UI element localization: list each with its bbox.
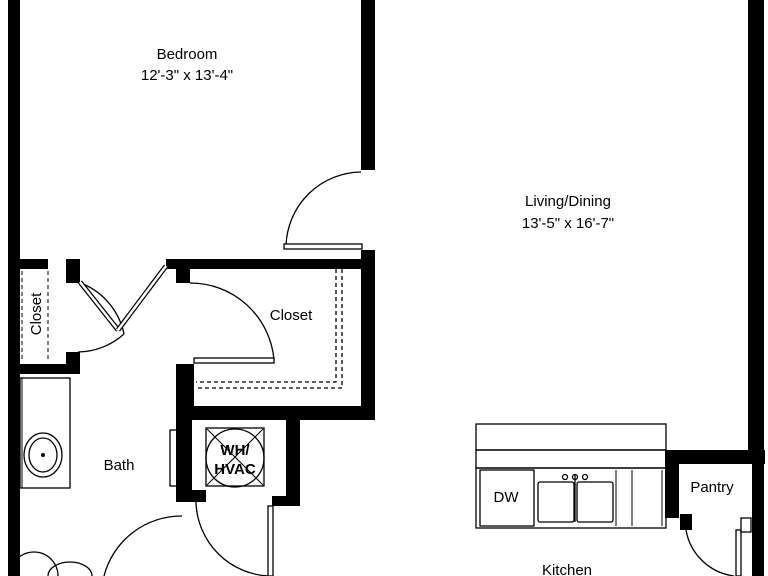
closet-shelving (21, 269, 343, 389)
wall-pantry-post (680, 514, 692, 530)
wall-bedroom-living (361, 0, 375, 170)
middle-closet-label: Closet (270, 307, 313, 324)
toilet-tank-icon (9, 551, 59, 576)
bath-fixtures (9, 377, 179, 576)
wh-door-swing (195, 501, 271, 576)
left-closet-label: Closet (28, 292, 45, 335)
wall-bath-right-upper (176, 420, 192, 500)
doors (77, 171, 752, 576)
bedroom-dimensions: 12'-3" x 13'-4" (141, 67, 233, 84)
kitchen-counter (475, 467, 667, 529)
pantry-door-leaf (735, 529, 742, 576)
kitchen-label: Kitchen (542, 562, 592, 576)
wall-midcloset-bottom (176, 406, 375, 420)
sink-basin-left-icon (537, 481, 575, 523)
bath-label: Bath (104, 457, 135, 474)
wall-closet-bath (8, 364, 80, 374)
wall-midcloset-left-lower (176, 364, 194, 420)
vanity-counter (19, 377, 71, 489)
living-dining-label: Living/Dining (525, 193, 611, 210)
wall-midcloset-post (176, 259, 190, 283)
bath-door-swing (103, 515, 183, 576)
bedroom-label: Bedroom (157, 46, 218, 63)
dishwasher-box (479, 469, 535, 527)
wall-bath-mid (176, 490, 206, 502)
wall-bedroom-bottom-right (166, 259, 375, 269)
wall-pantry-right (752, 450, 764, 576)
kitchen-upper-counter (475, 423, 667, 451)
kitchen-fixtures (475, 423, 667, 529)
wall-pantry-top (665, 450, 765, 464)
bedroom-door-swing (285, 171, 362, 247)
hvac-label: HVAC (214, 461, 256, 478)
pantry-door-swing (685, 529, 735, 576)
midcloset-door-swing (189, 282, 275, 361)
living-dining-dimensions: 13'-5" x 16'-7" (522, 215, 614, 232)
wall-midcloset-right (361, 250, 375, 420)
sink-icon (23, 432, 63, 478)
wall-right-exterior (748, 0, 764, 450)
wall-wh-bottom (272, 496, 300, 506)
wall-closet-post-top (66, 259, 80, 283)
closet-door-swing-2 (77, 333, 125, 353)
towel-bar-icon (169, 429, 179, 487)
walls (8, 0, 765, 576)
wall-left-exterior (8, 0, 20, 576)
toilet-bowl-icon (47, 561, 93, 576)
wh-door-leaf (267, 505, 274, 576)
wall-pantry-left (665, 450, 679, 518)
faucet-icon (561, 473, 569, 481)
midcloset-door-leaf (193, 357, 275, 364)
wall-bedroom-bottom-left (8, 259, 48, 269)
wh-hvac-unit (205, 427, 265, 488)
sink-basin-right-icon (576, 481, 614, 523)
wh-label: WH/ (220, 442, 250, 459)
water-heater-icon (205, 428, 265, 488)
bedroom-door-leaf (283, 243, 363, 250)
pantry-label: Pantry (690, 479, 734, 496)
room-labels: Bedroom 12'-3" x 13'-4" Living/Dining 13… (28, 46, 734, 576)
wall-wh-right (286, 420, 300, 506)
dishwasher-label: DW (494, 489, 520, 506)
